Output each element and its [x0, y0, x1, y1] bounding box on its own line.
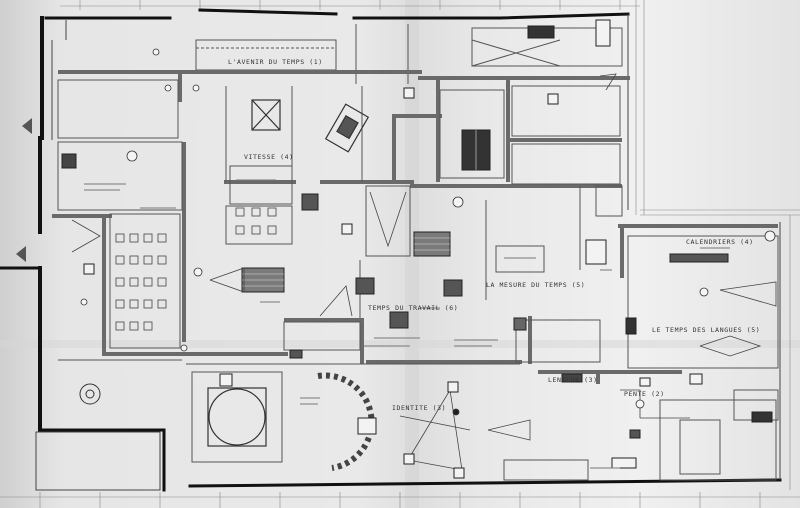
circular-exhibits — [79, 372, 375, 471]
grid-ruler-right — [635, 0, 800, 490]
seating-grid — [115, 207, 277, 331]
room-label-identite: IDENTITE (3) — [392, 404, 446, 412]
circled-markers — [80, 48, 776, 416]
room-label-vitesse: VITESSE (4) — [244, 153, 294, 161]
hatch-lines — [242, 130, 477, 287]
entrance-arrow — [22, 118, 32, 134]
vitesse-display — [251, 99, 370, 153]
room-label-pente: PENTE (2) — [624, 390, 665, 398]
exterior-walls — [0, 8, 782, 492]
room-label-mesure: LA MESURE DU TEMPS (5) — [486, 281, 585, 289]
grid-ruler-top — [60, 0, 640, 10]
room-label-temps-langues: LE TEMPS DES LANGUES (5) — [652, 326, 760, 334]
room-label-avenir: L'AVENIR DU TEMPS (1) — [228, 58, 323, 66]
room-label-temps-travail: TEMPS DU TRAVAIL (6) — [368, 304, 458, 312]
exhibit-markers — [61, 19, 773, 479]
entrance-arrow — [16, 246, 26, 262]
thin-partitions — [57, 79, 779, 481]
grid-ruler-bottom — [0, 492, 800, 508]
outer-frame — [35, 14, 781, 491]
fold-shadow — [0, 340, 800, 348]
room-label-lenteur: LENTEUR (3) — [548, 376, 598, 384]
fold-shadow — [405, 0, 419, 508]
annotation-scribbles — [84, 179, 730, 469]
room-label-calendriers: CALENDRIERS (4) — [686, 238, 754, 246]
interior-partitions — [52, 70, 778, 384]
